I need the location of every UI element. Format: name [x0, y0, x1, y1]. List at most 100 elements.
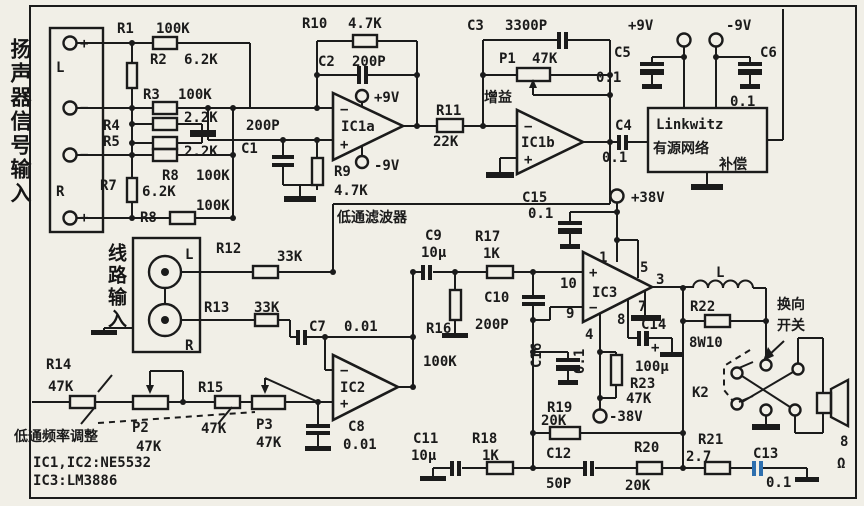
potentiometer-P1 [515, 66, 552, 83]
ground-r16 [442, 333, 468, 338]
resistor-R14 [68, 394, 97, 410]
label-ohm-val: 8 [840, 434, 848, 450]
resistor-R18 [485, 460, 515, 476]
label-r5-val: 2.2K [184, 144, 218, 160]
ic2-plus-sign: + [340, 396, 348, 412]
label-r6-ref: R8 [162, 168, 179, 184]
ic3-pin-1: 1 [599, 250, 607, 266]
terminal-L-minus [62, 100, 78, 116]
label-ic1b: IC1b [521, 135, 555, 151]
label-c11-val: 10μ [411, 448, 437, 464]
ground-linkwitz [691, 184, 723, 190]
terminal-plus9v [676, 32, 692, 48]
capacitor-C12 [583, 461, 594, 476]
label-switch-1: 换向 [777, 296, 805, 313]
resistor-R11 [435, 117, 465, 134]
switch-pointer-arrowhead [763, 347, 774, 361]
label-linkwitz-1: Linkwitz [656, 117, 723, 133]
label-c9-ref: C9 [425, 228, 442, 244]
label-c6-val: 0.1 [730, 94, 755, 110]
label-c14-ref: C14 [641, 317, 666, 333]
label-linkwitz-2: 有源网络 [653, 140, 709, 157]
label-r3-ref: R3 [143, 87, 160, 103]
label-r12-val: 33K [277, 249, 303, 265]
label-c4-ref: C4 [615, 118, 632, 134]
label-c5-val: 0.1 [596, 70, 621, 86]
capacitor-C4 [617, 135, 628, 150]
label-r18-ref: R18 [472, 431, 497, 447]
resistor-R16 [448, 288, 463, 322]
opamp-IC1a [331, 90, 407, 163]
term-rminus-sign: − [80, 147, 88, 163]
resistor-R5 [151, 135, 179, 151]
label-c8-val: 0.01 [343, 437, 377, 453]
label-r11-ref: R11 [436, 103, 461, 119]
resistor-R8 [168, 210, 197, 226]
label-r21-val: 2.7 [686, 449, 711, 465]
label-r19-ref: R19 [547, 400, 572, 416]
ground-c13 [795, 477, 819, 482]
capacitor-C11 [450, 461, 461, 476]
c14-plus-sign: + [651, 340, 659, 356]
ic1a-minus-sign: − [340, 102, 348, 118]
label-c2-val: 200P [352, 54, 386, 70]
capacitor-C10 [522, 295, 545, 306]
label-r15-ref: R15 [198, 380, 223, 396]
label-p3-val: 47K [256, 435, 282, 451]
label-c2-ref: C2 [318, 54, 335, 70]
label-c14-val: 100μ [635, 359, 669, 375]
wires-ic3-support [599, 291, 673, 410]
line-input-label: 线路输入 [105, 243, 127, 331]
label-r2-val: 6.2K [184, 52, 218, 68]
ic2-minus-sign: − [340, 363, 348, 379]
label-c15-val: 0.1 [528, 206, 553, 222]
ground-c6 [740, 84, 760, 89]
ic3-pin-3: 3 [656, 272, 664, 288]
terminal-R-plus [62, 210, 78, 226]
capacitor-C2 [357, 66, 368, 84]
label-p3-ref: P3 [256, 417, 273, 433]
capacitor-C5 [640, 62, 664, 75]
label-r10-ref: R10 [302, 16, 327, 32]
label-r20-ref: R20 [634, 440, 659, 456]
label-minus9v-ic1a: -9V [374, 158, 400, 174]
resistor-R12 [251, 264, 280, 280]
speaker-icon [815, 378, 850, 428]
capacitor-C16 [556, 358, 580, 371]
ic3-pin-10: 10 [560, 276, 577, 292]
ic3-pin-4: 4 [585, 327, 593, 343]
label-ic2: IC2 [340, 380, 365, 396]
label-c13-val: 0.1 [766, 475, 791, 491]
linkwitz-network-box [646, 106, 769, 174]
label-r16-val: 100K [423, 354, 457, 370]
label-r7-ref: R7 [100, 178, 117, 194]
terminal-minus9v [708, 32, 724, 48]
terminal-plus38v [609, 188, 625, 204]
term-rplus-sign: + [80, 210, 88, 226]
wires-ic1b-section [482, 39, 648, 204]
label-r13-val: 33K [254, 300, 280, 316]
label-r1-ref: R1 [117, 21, 134, 37]
label-p2-val: 47K [136, 439, 162, 455]
ground-input-network [190, 130, 216, 137]
resistor-R6 [151, 147, 179, 163]
term-lplus-sign: + [80, 36, 88, 52]
label-r9-ref: R9 [334, 164, 351, 180]
label-c7-ref: C7 [309, 319, 326, 335]
label-r2-ref: R2 [150, 52, 167, 68]
resistor-R2 [125, 61, 139, 90]
capacitor-C7 [296, 330, 307, 345]
ic1b-plus-sign: + [524, 152, 532, 168]
resistor-R10 [351, 33, 379, 49]
ground-line-input [91, 330, 117, 335]
resistor-R20 [635, 460, 664, 476]
label-jack-L: L [185, 247, 193, 263]
resistor-R3 [151, 100, 179, 116]
label-c11-ref: C11 [413, 431, 438, 447]
potentiometer-P3 [250, 394, 287, 411]
label-c15-ref: C15 [522, 190, 547, 206]
wires-feedback-bottom [432, 432, 808, 477]
label-r10-val: 4.7K [348, 16, 382, 32]
capacitor-C14 [637, 331, 649, 346]
